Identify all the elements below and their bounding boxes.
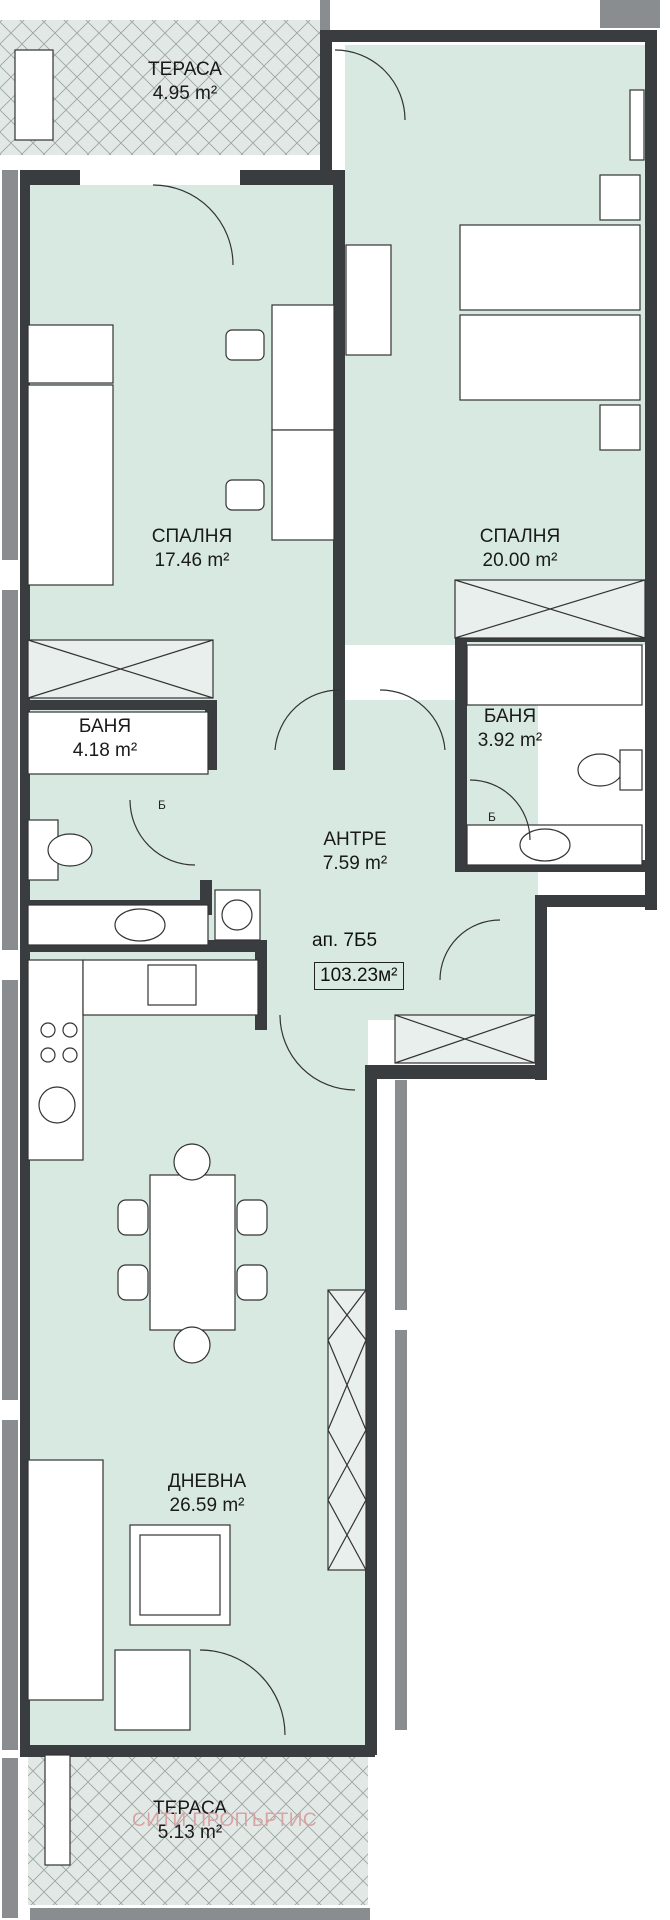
apartment-total-area: 103.23м² xyxy=(314,962,404,990)
room-area: 20.00 m² xyxy=(482,549,558,571)
room-name: БАНЯ xyxy=(483,706,537,727)
room-label-bedroom-left: СПАЛНЯ 17.46 m² xyxy=(152,525,232,573)
dining-table xyxy=(117,1143,268,1364)
beds xyxy=(27,174,641,586)
room-name: ДНЕВНА xyxy=(167,1471,247,1492)
room-area: 3.92 m² xyxy=(477,729,543,751)
desks xyxy=(225,244,392,541)
room-area: 5.13 m² xyxy=(157,1821,223,1843)
room-name: ТЕРАСА xyxy=(148,59,222,80)
room-label-bedroom-right: СПАЛНЯ 20.00 m² xyxy=(480,525,560,573)
radiators xyxy=(14,49,645,1866)
sofa xyxy=(27,1459,231,1731)
apartment-number: ап. 7Б5 xyxy=(312,930,378,951)
room-label-terrace-top: ТЕРАСА 4.95 m² xyxy=(148,58,222,106)
room-name: СПАЛНЯ xyxy=(479,526,561,547)
room-label-living: ДНЕВНА 26.59 m² xyxy=(168,1470,246,1518)
boiler-mark-left: Б xyxy=(158,798,166,812)
room-name: СПАЛНЯ xyxy=(151,526,233,547)
bathroom-fixtures xyxy=(27,644,643,946)
watermark: СИТИ ПРОПЪРТИС xyxy=(132,1810,318,1831)
kitchen-counter xyxy=(27,959,259,1161)
terrace-bottom-area xyxy=(28,1755,368,1905)
wardrobes xyxy=(27,579,646,1571)
room-label-bath-right: БАНЯ 3.92 m² xyxy=(478,705,542,753)
doors xyxy=(129,49,531,1736)
room-area: 4.95 m² xyxy=(152,82,218,104)
room-label-hall: АНТРЕ 7.59 m² xyxy=(323,828,387,876)
room-area: 7.59 m² xyxy=(322,852,388,874)
room-name: ТЕРАСА xyxy=(153,1798,227,1819)
room-label-terrace-bottom: ТЕРАСА 5.13 m² xyxy=(153,1797,227,1845)
room-label-bath-left: БАНЯ 4.18 m² xyxy=(73,715,137,763)
room-name: АНТРЕ xyxy=(323,829,387,850)
room-area: 17.46 m² xyxy=(154,549,230,571)
room-area: 26.59 m² xyxy=(169,1494,245,1516)
boiler-mark-right: Б xyxy=(488,810,496,824)
room-name: БАНЯ xyxy=(78,716,132,737)
room-area: 4.18 m² xyxy=(72,739,138,761)
